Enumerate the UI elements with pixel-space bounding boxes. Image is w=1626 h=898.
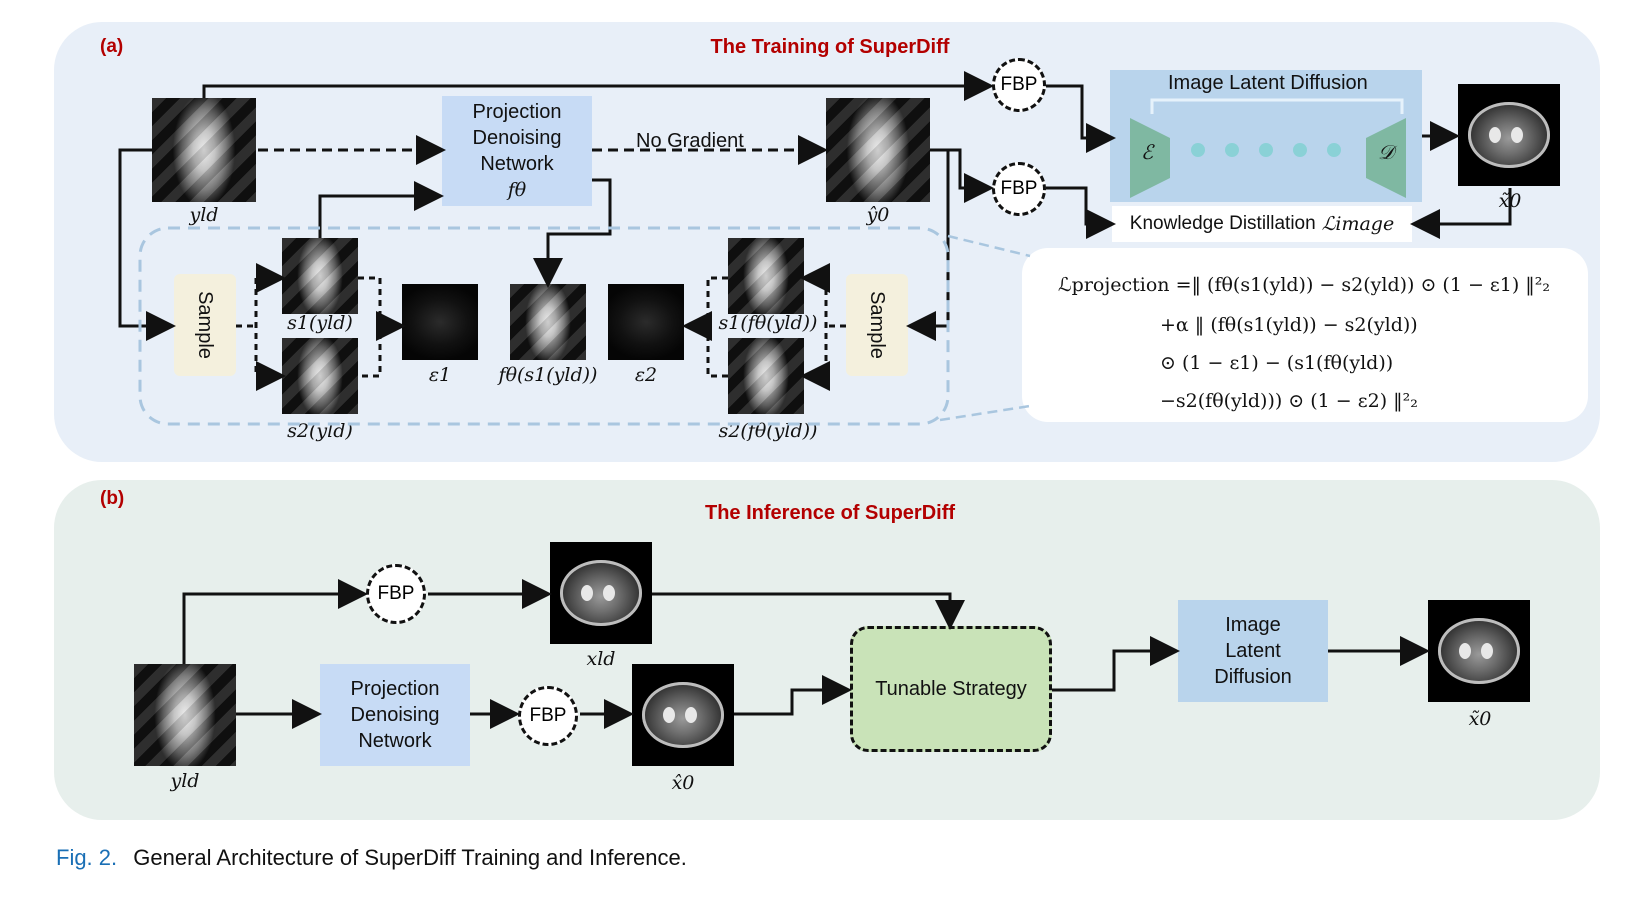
- pdn-line2: Denoising: [472, 127, 562, 149]
- ct-x0-hat: [632, 664, 734, 766]
- dashed-sample-right-split: [824, 278, 846, 376]
- pdn-line3: Network: [480, 153, 554, 175]
- panel-a-label: (a): [100, 36, 124, 57]
- dashed-s-to-eps1: [358, 276, 382, 378]
- figure-caption: Fig. 2. General Architecture of SuperDif…: [56, 845, 687, 871]
- latent-title: Image Latent Diffusion: [1168, 72, 1368, 94]
- caption-text: General Architecture of SuperDiff Traini…: [133, 845, 687, 870]
- latent-b-line1: Image: [1225, 614, 1281, 636]
- equation-line-3: ⊙ (1 − ε1) − (s1(fθ(yld)): [1160, 352, 1394, 374]
- sinogram-yld: [152, 98, 256, 202]
- label-yld-b: yld: [170, 770, 200, 792]
- decoder-symbol: 𝒟: [1378, 140, 1394, 164]
- label-s1-f: s1(fθ(yld)): [718, 312, 818, 334]
- label-x0-tilde-b: x̃0: [1468, 708, 1492, 730]
- caption-fig-number: Fig. 2.: [56, 845, 118, 870]
- arrow-b-yld-to-fbp: [182, 579, 368, 664]
- equation-line-2: +α ‖ (fθ(s1(yld)) − s2(yld)): [1160, 314, 1418, 336]
- sinogram-s1: [282, 238, 358, 314]
- noise-eps2: [608, 284, 684, 360]
- loss-equation-box: [1022, 248, 1588, 422]
- label-x0-hat: x̂0: [671, 772, 695, 794]
- latent-b-line2: Latent: [1225, 640, 1281, 662]
- arrow-b-tunable-to-latent: [1052, 636, 1180, 692]
- sampling-region: [138, 226, 950, 426]
- noise-eps1: [402, 284, 478, 360]
- panel-b-label: (b): [100, 488, 125, 509]
- label-s1: s1(yld): [287, 312, 353, 334]
- fbp-node-top: FBP: [992, 58, 1046, 112]
- sample-left: Sample: [174, 274, 236, 376]
- pdn-b-line2: Denoising: [350, 704, 440, 726]
- label-eps1: ε1: [428, 364, 452, 386]
- no-gradient-label: No Gradient: [636, 130, 744, 152]
- arrow-y0hat-to-sample-right: [906, 148, 950, 341]
- arrow-yld-to-sample: [118, 148, 176, 341]
- ct-x0-tilde-a: [1458, 84, 1560, 186]
- projection-denoising-network-b: Projection Denoising Network: [320, 664, 470, 766]
- label-eps2: ε2: [634, 364, 658, 386]
- arrow-s1-to-network: [318, 181, 444, 238]
- arrow-fbp-to-encoder: [1046, 84, 1116, 153]
- pdn-b-line3: Network: [358, 730, 432, 752]
- sinogram-y0-hat: [826, 98, 930, 202]
- projection-denoising-network: Projection Denoising Network fθ: [442, 96, 592, 206]
- label-y0-hat: ŷ0: [866, 204, 890, 226]
- kd-text: Knowledge Distillation: [1129, 213, 1316, 234]
- pdn-param: fθ: [507, 179, 527, 201]
- arrow-y0hat-to-fbp2: [930, 148, 994, 203]
- latent-skip: [1150, 98, 1404, 114]
- sinogram-s1-f: [728, 238, 804, 314]
- pdn-b-line1: Projection: [350, 678, 440, 700]
- dashed-sf-to-eps2: [706, 276, 728, 378]
- label-xld: xld: [586, 648, 616, 670]
- sinogram-f-s1: [510, 284, 586, 360]
- tunable-strategy-box: Tunable Strategy: [850, 626, 1052, 752]
- arrow-network-to-fs1: [533, 178, 612, 288]
- pdn-line1: Projection: [472, 101, 562, 123]
- kd-loss: ℒimage: [1321, 213, 1395, 235]
- label-f-s1: fθ(s1(yld)): [498, 364, 598, 386]
- arrow-yld-to-fbp: [202, 71, 994, 101]
- latent-dots: [1191, 143, 1341, 157]
- sinogram-s2-f: [728, 338, 804, 414]
- knowledge-distillation-box: Knowledge Distillation ℒimage: [1112, 206, 1412, 242]
- ct-xld: [550, 542, 652, 644]
- dashed-sample-left-split: [236, 278, 258, 376]
- sample-right: Sample: [846, 274, 908, 376]
- tunable-text: Tunable Strategy: [875, 678, 1027, 700]
- arrow-ct-to-kd: [1410, 188, 1512, 239]
- zoom-line-bottom: [939, 404, 1031, 422]
- arrow-b-x0hat-to-tunable: [734, 675, 852, 716]
- zoom-line-top: [947, 234, 1031, 258]
- latent-b-line3: Diffusion: [1214, 666, 1292, 688]
- equation-line-4: −s2(fθ(yld))) ⊙ (1 − ε2) ‖²₂: [1160, 390, 1418, 412]
- label-yld: yld: [189, 204, 219, 226]
- arrow-b-xld-to-tunable: [652, 592, 965, 630]
- sinogram-yld-b: [134, 664, 236, 766]
- arrow-fbp2-to-kd: [1046, 186, 1116, 239]
- image-latent-diffusion-b: Image Latent Diffusion: [1178, 600, 1328, 702]
- equation-line-1: ℒprojection =‖ (fθ(s1(yld)) − s2(yld)) ⊙…: [1058, 274, 1551, 296]
- panel-a-title: The Training of SuperDiff: [710, 36, 950, 58]
- ct-x0-tilde-b: [1428, 600, 1530, 702]
- sinogram-s2: [282, 338, 358, 414]
- panel-b-title: The Inference of SuperDiff: [704, 502, 956, 524]
- encoder-symbol: ℰ: [1140, 140, 1154, 164]
